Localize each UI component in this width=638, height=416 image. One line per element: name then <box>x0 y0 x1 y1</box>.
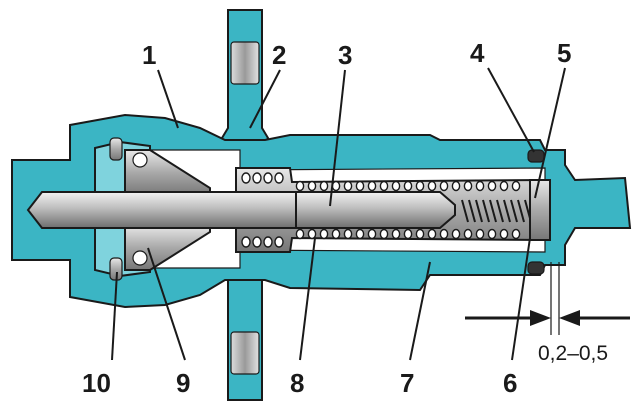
outer-spring-coil <box>439 228 449 240</box>
inner-spring <box>461 199 532 223</box>
rod-tip <box>26 191 301 229</box>
leader-8 <box>299 237 316 361</box>
callout-9: 9 <box>176 368 190 398</box>
leader-2 <box>249 69 281 129</box>
outer-spring-coil <box>487 180 497 192</box>
outer-spring-coil <box>367 228 377 240</box>
outer-spring-coil <box>355 180 365 192</box>
outer-spring-coil <box>499 180 509 192</box>
leader-7 <box>409 261 431 361</box>
leader-1 <box>157 69 179 129</box>
callout-labels: 1 2 3 4 5 6 7 8 9 10 <box>82 38 571 398</box>
outer-spring-coil <box>355 228 365 240</box>
outer-spring-coil <box>241 172 251 184</box>
outer-spring-coil <box>511 180 521 192</box>
leader-5 <box>534 67 566 199</box>
retaining-clip-bottom <box>527 261 545 275</box>
leader-6 <box>511 237 531 361</box>
leader-lines <box>111 67 566 361</box>
outer-spring-coil <box>427 228 437 240</box>
retaining-clip-top <box>527 149 545 163</box>
plunger-rod <box>26 191 456 229</box>
outer-spring-coil <box>379 180 389 192</box>
outer-spring-coil <box>319 228 329 240</box>
inner-spring-coil <box>496 199 504 223</box>
outer-spring-coil <box>463 180 473 192</box>
outer-spring-coil <box>391 180 401 192</box>
outer-spring-coil <box>307 180 317 192</box>
flange-hole-bottom <box>230 331 260 375</box>
inner-spring-coil <box>468 199 476 223</box>
outer-spring-coil <box>379 228 389 240</box>
outer-spring-coil <box>367 180 377 192</box>
outer-spring-coil <box>511 228 521 240</box>
outer-spring-coil <box>263 236 273 248</box>
outer-spring-coil <box>475 180 485 192</box>
outer-spring-coil <box>295 180 305 192</box>
outer-spring-coil <box>343 228 353 240</box>
outer-spring-coil <box>274 172 284 184</box>
dim-arrow-left-head <box>530 310 551 326</box>
inner-spring-coil <box>517 199 525 223</box>
flange-hole-top <box>230 41 260 85</box>
dim-arrow-right-head <box>559 310 580 326</box>
inner-spring-coil <box>482 199 490 223</box>
outer-spring-coil <box>487 228 497 240</box>
callout-1: 1 <box>142 40 156 70</box>
outer-spring-coil <box>252 172 262 184</box>
inner-spring-coil <box>461 199 469 223</box>
outer-spring-coil <box>391 228 401 240</box>
outer-spring-coil <box>263 172 273 184</box>
outer-spring-coil <box>403 228 413 240</box>
rod-body <box>295 191 456 229</box>
retaining-ring-top <box>109 137 123 161</box>
outer-spring-coil <box>252 236 262 248</box>
clearance-dimension: 0,2–0,5 <box>465 262 630 365</box>
outer-spring-coil <box>403 180 413 192</box>
end-plug <box>529 179 551 241</box>
outer-spring-coil <box>499 228 509 240</box>
outer-spring-coil <box>475 228 485 240</box>
outer-spring-coil <box>343 180 353 192</box>
outer-spring-coil <box>319 180 329 192</box>
outer-spring-coil <box>331 228 341 240</box>
outer-spring-coil <box>451 180 461 192</box>
leader-9 <box>147 247 186 361</box>
inner-spring-coil <box>510 199 518 223</box>
leader-3 <box>329 69 346 207</box>
callout-10: 10 <box>82 368 111 398</box>
callout-5: 5 <box>557 38 571 68</box>
callout-2: 2 <box>272 40 286 70</box>
outer-spring-coil <box>307 228 317 240</box>
inner-spring-coil <box>503 199 511 223</box>
outer-spring-coil <box>274 236 284 248</box>
outer-spring-coil <box>415 180 425 192</box>
leader-10 <box>111 271 118 361</box>
outer-spring-coil <box>439 180 449 192</box>
inner-spring-coil <box>489 199 497 223</box>
callout-6: 6 <box>503 368 517 398</box>
clearance-label: 0,2–0,5 <box>538 342 608 365</box>
seal-ring-top <box>132 152 148 168</box>
outer-spring <box>241 172 521 248</box>
outer-spring-coil <box>241 236 251 248</box>
inner-spring-coil <box>475 199 483 223</box>
seal-ring-bottom <box>132 250 148 266</box>
callout-8: 8 <box>290 368 304 398</box>
outer-spring-coil <box>295 228 305 240</box>
callout-7: 7 <box>400 368 414 398</box>
outer-spring-coil <box>415 228 425 240</box>
callout-4: 4 <box>470 38 485 68</box>
callout-3: 3 <box>338 40 352 70</box>
outer-spring-coil <box>451 228 461 240</box>
outer-spring-coil <box>463 228 473 240</box>
leader-4 <box>487 67 535 153</box>
outer-spring-coil <box>427 180 437 192</box>
